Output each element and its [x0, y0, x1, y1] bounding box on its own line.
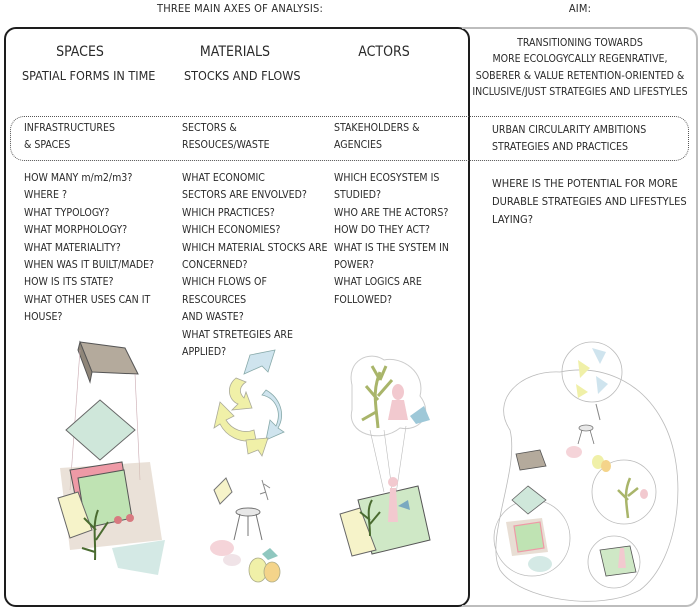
text-line: INCLUSIVE/JUST STRATEGIES AND LIFESTYLES	[472, 86, 688, 99]
spaces-band-text: INFRASTRUCTURES & SPACES	[24, 120, 164, 154]
text-line: WHICH ECOSYSTEM IS	[334, 172, 440, 184]
materials-band-text: SECTORS & RESOUCES/WASTE	[182, 120, 322, 154]
text-line: WHICH FLOWS OF RESCOURCES	[182, 276, 267, 306]
band-line: SECTORS &	[182, 122, 237, 134]
aim-header: AIM:	[568, 2, 592, 15]
dotted-band	[10, 116, 689, 161]
text-line: POWER?	[334, 259, 375, 272]
actors-illustration	[339, 355, 431, 557]
text-line: WHERE IS THE POTENTIAL FOR MORE	[492, 177, 678, 190]
band-line: URBAN CIRCULARITY AMBITIONS	[492, 124, 647, 136]
aim-frame	[462, 27, 698, 607]
text-line: WHAT OTHER USES CAN IT	[24, 293, 151, 306]
text-line: WHAT IS THE SYSTEM IN	[334, 241, 449, 254]
text-line: AND WASTE?	[182, 311, 244, 324]
text-line: WHAT ECONOMIC	[182, 172, 265, 184]
band-line: AGENCIES	[334, 139, 382, 152]
text-line: TRANSITIONING TOWARDS	[517, 37, 643, 49]
text-line: WHAT TYPOLOGY?	[24, 206, 110, 219]
text-line: DURABLE STRATEGIES AND LIFESTYLES	[492, 195, 687, 208]
text-line: MORE ECOLOGYCALLY REGENRATIVE,	[492, 53, 668, 66]
text-line: WHAT LOGICS ARE	[334, 276, 422, 289]
text-line: HOW MANY m/m2/m3?	[24, 172, 133, 184]
aim-network-illustration	[493, 341, 679, 602]
materials-title: MATERIALS	[199, 44, 271, 60]
spaces-illustration	[57, 340, 165, 575]
text-line: HOUSE?	[24, 311, 63, 324]
axes-header: THREE MAIN AXES OF ANALYSIS:	[156, 2, 324, 15]
text-line: APPLIED?	[182, 346, 227, 359]
text-line: HOW DO THEY ACT?	[334, 224, 430, 237]
text-line: WHAT MORPHOLOGY?	[24, 224, 128, 237]
actors-questions: WHICH ECOSYSTEM IS STUDIED? WHO ARE THE AC…	[334, 170, 464, 309]
text-line: WHICH ECONOMIES?	[182, 224, 281, 237]
actors-band-text: STAKEHOLDERS & AGENCIES	[334, 120, 464, 154]
materials-questions: WHAT ECONOMIC SECTORS ARE ENVOLVED? WHICH …	[182, 170, 332, 361]
text-line: WHAT STRETEGIES ARE	[182, 328, 293, 341]
text-line: WHAT MATERIALITY?	[24, 241, 121, 254]
aim-band-text: URBAN CIRCULARITY AMBITIONS STRATEGIES A…	[492, 122, 682, 156]
actors-title: ACTORS	[358, 44, 410, 60]
band-line: STAKEHOLDERS &	[334, 122, 420, 134]
text-line: WHERE ?	[24, 189, 67, 202]
band-line: INFRASTRUCTURES	[24, 122, 115, 134]
band-line: & SPACES	[24, 139, 71, 152]
aim-statement: TRANSITIONING TOWARDS MORE ECOLOGYCALLY R…	[466, 35, 694, 101]
spaces-title: SPACES	[56, 44, 104, 60]
materials-objects	[210, 477, 281, 583]
text-line: HOW IS ITS STATE?	[24, 276, 114, 289]
spaces-subtitle: SPATIAL FORMS IN TIME	[22, 68, 156, 83]
text-line: WHEN WAS IT BUILT/MADE?	[24, 259, 155, 272]
aim-question: WHERE IS THE POTENTIAL FOR MORE DURABLE S…	[492, 175, 692, 229]
band-line: RESOUCES/WASTE	[182, 139, 270, 152]
text-line: STUDIED?	[334, 189, 381, 202]
materials-flow-arrows	[213, 349, 285, 457]
materials-subtitle: STOCKS AND FLOWS	[184, 68, 301, 83]
text-line: WHO ARE THE ACTORS?	[334, 206, 449, 219]
text-line: FOLLOWED?	[334, 293, 393, 306]
text-line: SECTORS ARE ENVOLVED?	[182, 189, 307, 202]
text-line: CONCERNED?	[182, 259, 248, 272]
text-line: WHICH PRACTICES?	[182, 206, 275, 219]
axes-frame	[4, 27, 470, 607]
spaces-questions: HOW MANY m/m2/m3? WHERE ? WHAT TYPOLOGY? WH…	[24, 170, 174, 327]
text-line: LAYING?	[492, 213, 533, 226]
text-line: WHICH MATERIAL STOCKS ARE	[182, 241, 328, 254]
text-line: SOBERER & VALUE RETENTION-ORIENTED &	[475, 69, 685, 82]
band-line: STRATEGIES AND PRACTICES	[492, 141, 628, 154]
